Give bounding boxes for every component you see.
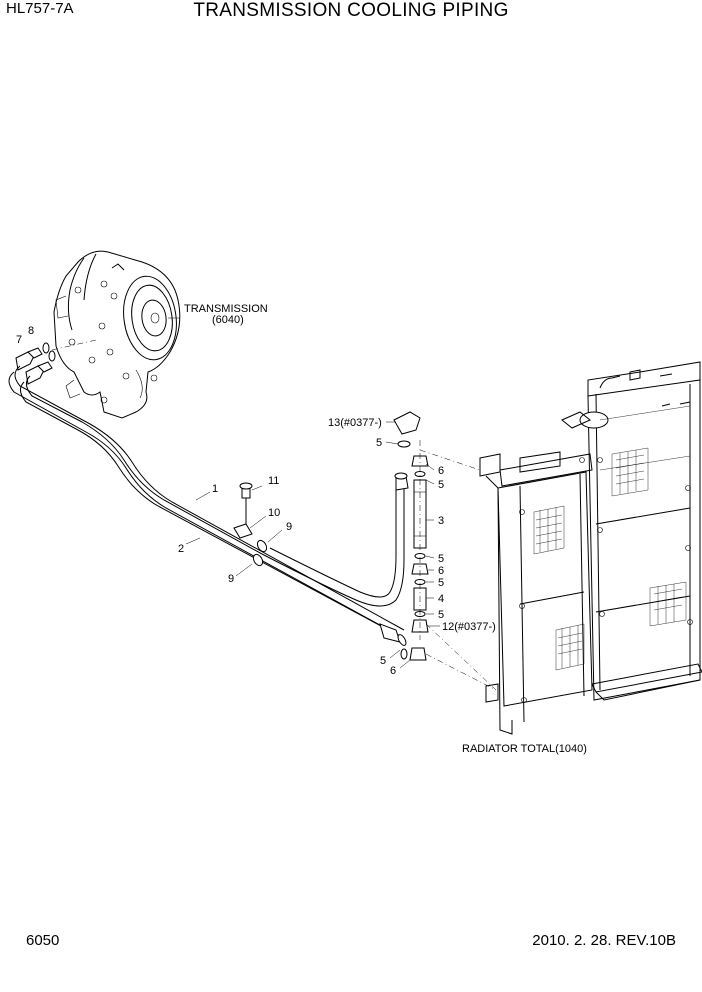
- callout-5-right-2: 5: [438, 553, 444, 565]
- clamps: [233, 482, 268, 567]
- callout-5-bottom: 5: [380, 655, 386, 667]
- callout-9-lower: 9: [228, 573, 234, 585]
- callout-4: 4: [438, 593, 444, 605]
- model-number: HL757-7A: [6, 0, 74, 17]
- callout-7: 7: [16, 334, 22, 346]
- callout-11: 11: [268, 475, 279, 487]
- callout-5-right-4: 5: [438, 609, 444, 621]
- page-number: 6050: [26, 932, 60, 949]
- fittings-7-8: [15, 342, 56, 385]
- cooling-pipes: [8, 365, 409, 646]
- callout-5-right-1: 5: [438, 479, 444, 491]
- revision-date: 2010. 2. 28. REV.10B: [532, 932, 676, 949]
- page-title: TRANSMISSION COOLING PIPING: [193, 0, 509, 21]
- callout-1: 1: [212, 483, 218, 495]
- callout-10: 10: [268, 507, 280, 519]
- callout-2: 2: [178, 543, 184, 555]
- transmission-housing: [51, 250, 181, 419]
- callout-6-mid: 6: [438, 565, 444, 577]
- callout-9-upper: 9: [286, 521, 292, 533]
- callout-6-bottom: 6: [390, 665, 396, 677]
- transmission-label: TRANSMISSION: [184, 303, 268, 315]
- leader-lines: [168, 317, 440, 669]
- radiator-label: RADIATOR TOTAL(1040): [462, 743, 587, 755]
- callout-5-top: 5: [376, 437, 382, 449]
- callout-12: 12(#0377-): [442, 621, 496, 633]
- callout-6-top: 6: [438, 465, 444, 477]
- hose-and-fittings: [393, 411, 497, 691]
- callout-8: 8: [28, 325, 34, 337]
- radiator-assembly: [479, 361, 702, 735]
- callout-13: 13(#0377-): [328, 417, 382, 429]
- callout-5-right-3: 5: [438, 577, 444, 589]
- transmission-ref-label: (6040): [212, 314, 244, 326]
- callout-3: 3: [438, 515, 444, 527]
